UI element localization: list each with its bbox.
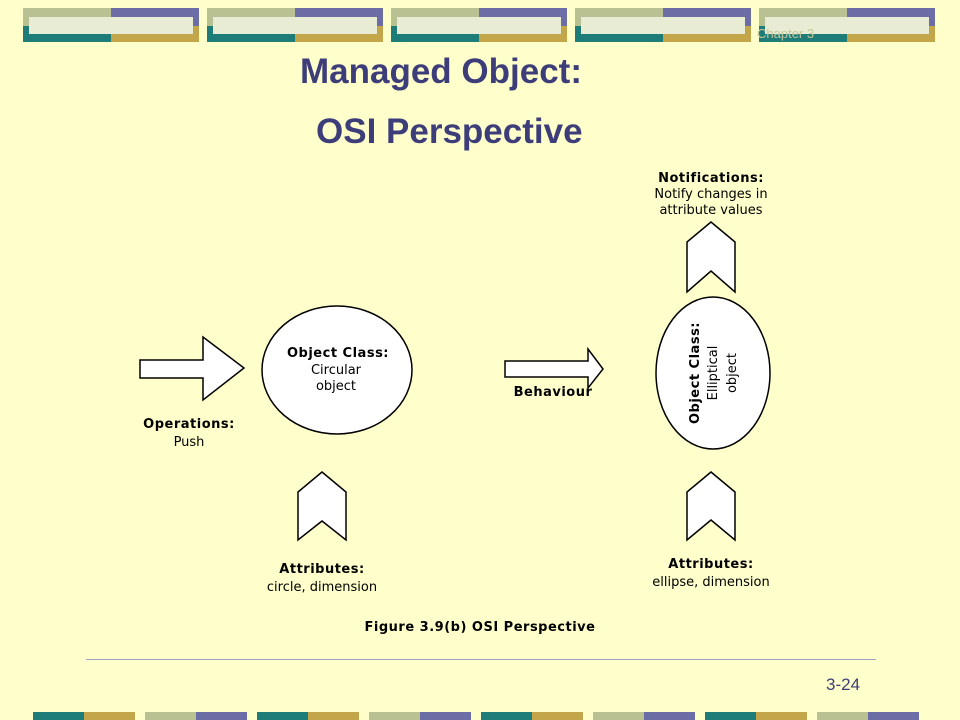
band-tile	[593, 712, 644, 720]
band-tile	[257, 712, 308, 720]
circular-object-shape	[261, 305, 413, 435]
operations-body: Push	[174, 435, 205, 450]
band-tile-highlight	[581, 17, 745, 34]
band-tile	[196, 712, 247, 720]
band-tile-highlight	[213, 17, 377, 34]
band-tile	[369, 712, 420, 720]
notifications-line2: attribute values	[659, 203, 762, 218]
band-tile	[84, 712, 135, 720]
chapter-label: Chapter 3	[757, 26, 815, 41]
band-tile	[481, 712, 532, 720]
right-attributes-body: ellipse, dimension	[652, 575, 769, 590]
right-attributes-heading: Attributes:	[668, 557, 753, 572]
left-object-class-heading: Object Class:	[287, 346, 389, 361]
right-attributes-arrow-icon	[686, 471, 736, 542]
behaviour-label: Behaviour	[514, 385, 593, 400]
elliptical-object-shape	[655, 296, 771, 450]
left-object-class-line1: Circular	[311, 363, 362, 378]
band-tile	[756, 712, 807, 720]
left-attributes-body: circle, dimension	[267, 580, 377, 595]
footer-divider	[86, 659, 876, 660]
band-tile	[644, 712, 695, 720]
right-object-class-heading: Object Class:	[688, 322, 703, 424]
band-tile-highlight	[765, 17, 929, 34]
slide-title-line-1: Managed Object:	[300, 52, 582, 91]
notifications-line1: Notify changes in	[654, 187, 767, 202]
operations-heading: Operations:	[143, 417, 235, 432]
band-tile	[532, 712, 583, 720]
left-object-class-line2: object	[316, 379, 356, 394]
notifications-heading: Notifications:	[658, 171, 764, 186]
right-object-class-line2: object	[725, 353, 740, 393]
band-tile	[420, 712, 471, 720]
slide-title-line-2: OSI Perspective	[316, 112, 583, 151]
behaviour-arrow-icon	[504, 346, 604, 391]
notifications-arrow-icon	[686, 221, 736, 294]
band-tile	[308, 712, 359, 720]
band-tile	[868, 712, 919, 720]
band-tile-highlight	[29, 17, 193, 34]
band-tile	[33, 712, 84, 720]
band-tile	[145, 712, 196, 720]
operations-arrow-icon	[139, 335, 246, 402]
page-number: 3-24	[826, 675, 861, 694]
left-attributes-arrow-icon	[297, 471, 347, 542]
figure-caption: Figure 3.9(b) OSI Perspective	[365, 620, 596, 635]
band-tile	[817, 712, 868, 720]
bottom-decorative-band	[33, 712, 919, 720]
right-object-class-line1: Elliptical	[706, 346, 721, 401]
band-tile	[705, 712, 756, 720]
top-decorative-band	[23, 8, 935, 42]
band-tile-highlight	[397, 17, 561, 34]
left-attributes-heading: Attributes:	[279, 562, 364, 577]
